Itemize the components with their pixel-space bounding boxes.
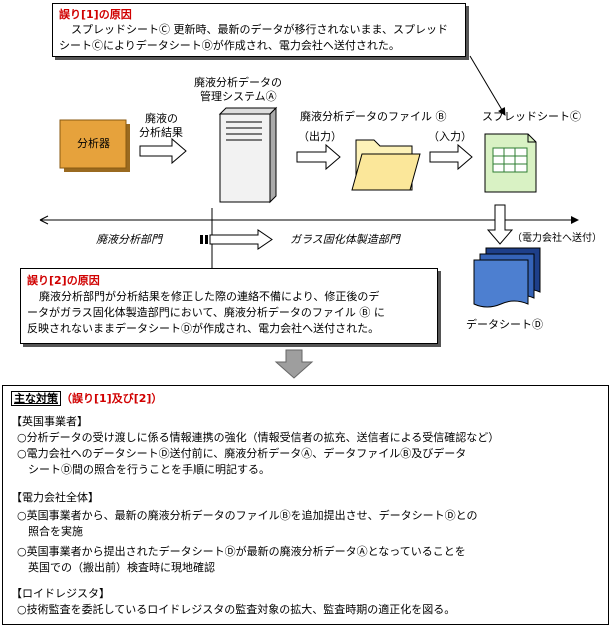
dept2-label: ガラス固化体製造部門 — [290, 233, 400, 246]
measures-title: 主な対策 — [11, 391, 61, 406]
cause1-line2: シートⒸによりデータシートⒹが作成され、電力会社へ送付された。 — [59, 39, 400, 52]
send-arrow — [486, 204, 514, 245]
cause2-callout: 誤り[2]の原因 廃液分析部門が分析結果を修正した際の連絡不備により、修正後のデ… — [20, 268, 438, 344]
file-label: 廃液分析データのファイル Ⓑ — [300, 110, 447, 123]
sec3-line1: ○技術監査を委託しているロイドレジスタの監査対象の拡大、監査時期の適正化を図る。 — [17, 603, 456, 616]
sec1-line3: シートⒹ間の照合を行うことを手順に明記する。 — [17, 463, 270, 476]
measures-arrow — [274, 349, 314, 379]
analyzer-box — [59, 119, 130, 172]
datasheet-icon — [473, 247, 541, 308]
sec2-line2: 照合を実施 — [17, 525, 83, 538]
output-label: （出力） — [298, 130, 342, 143]
server-icon — [218, 106, 278, 204]
sheet-label: スプレッドシートⒸ — [482, 110, 581, 123]
analyzer-label: 分析器 — [77, 137, 110, 150]
measures-box: 主な対策（誤り[1]及び[2]） 【英国事業者】 ○分析データの受け渡しに係る情… — [2, 385, 609, 625]
sec3-head: 【ロイドレジスタ】 — [11, 587, 110, 600]
cause2-line2: ータがガラス固化体製造部門において、廃液分析データのファイル Ⓑ に — [27, 306, 385, 319]
handoff-arrow — [200, 229, 273, 250]
cause1-title: 誤り[1]の原因 — [59, 8, 132, 21]
cause2-line3: 反映されないままデータシートⒹが作成され、電力会社へ送付された。 — [27, 322, 380, 335]
mgmt-label-1: 廃液分析データの — [194, 76, 282, 89]
mgmt-label-2: 管理システムⒶ — [200, 90, 277, 103]
cause1-callout: 誤り[1]の原因 スプレッドシートⒸ 更新時、最新のデータが移行されないまま、ス… — [52, 3, 466, 57]
cause2-line1: 廃液分析部門が分析結果を修正した際の連絡不備により、修正後のデ — [39, 290, 380, 303]
sec1-line2: ○電力会社へのデータシートⒹ送付前に、廃液分析データⒶ、データファイルⒷ及びデー… — [17, 447, 467, 460]
cause1-pointer-arrow — [469, 55, 506, 116]
result-arrow — [139, 137, 187, 165]
flow-diagram — [39, 55, 579, 308]
sec2-line1: ○英国事業者から、最新の廃液分析データのファイルⒷを追加提出させ、データシートⒹ… — [17, 509, 478, 522]
input-label: （入力） — [428, 130, 472, 143]
result-label-1: 廃液の — [145, 112, 178, 125]
measures-subtitle: （誤り[1]及び[2]） — [61, 392, 163, 405]
sec2-line3: ○英国事業者から提出されたデータシートⒹが最新の廃液分析データⒶとなっていること… — [17, 545, 466, 558]
sec2-head: 【電力会社全体】 — [11, 491, 99, 504]
output-arrow — [296, 143, 341, 171]
folder-icon — [351, 139, 421, 191]
result-label-2: 分析結果 — [139, 126, 183, 139]
dept1-label: 廃液分析部門 — [96, 233, 162, 246]
spreadsheet-icon — [484, 133, 537, 193]
sec1-line1: ○分析データの受け渡しに係る情報連携の強化（情報受信者の拡充、送信者による受信確… — [17, 431, 500, 444]
input-arrow — [429, 143, 473, 171]
cause2-title: 誤り[2]の原因 — [27, 274, 100, 287]
sec1-head: 【英国事業者】 — [11, 415, 88, 428]
cause1-line1: スプレッドシートⒸ 更新時、最新のデータが移行されないまま、スプレッド — [71, 23, 449, 36]
send-label: （電力会社へ送付） — [512, 233, 602, 244]
datasheet-label: データシートⒹ — [466, 318, 543, 331]
sec2-line4: 英国での（搬出前）検査時に現地確認 — [17, 561, 215, 574]
